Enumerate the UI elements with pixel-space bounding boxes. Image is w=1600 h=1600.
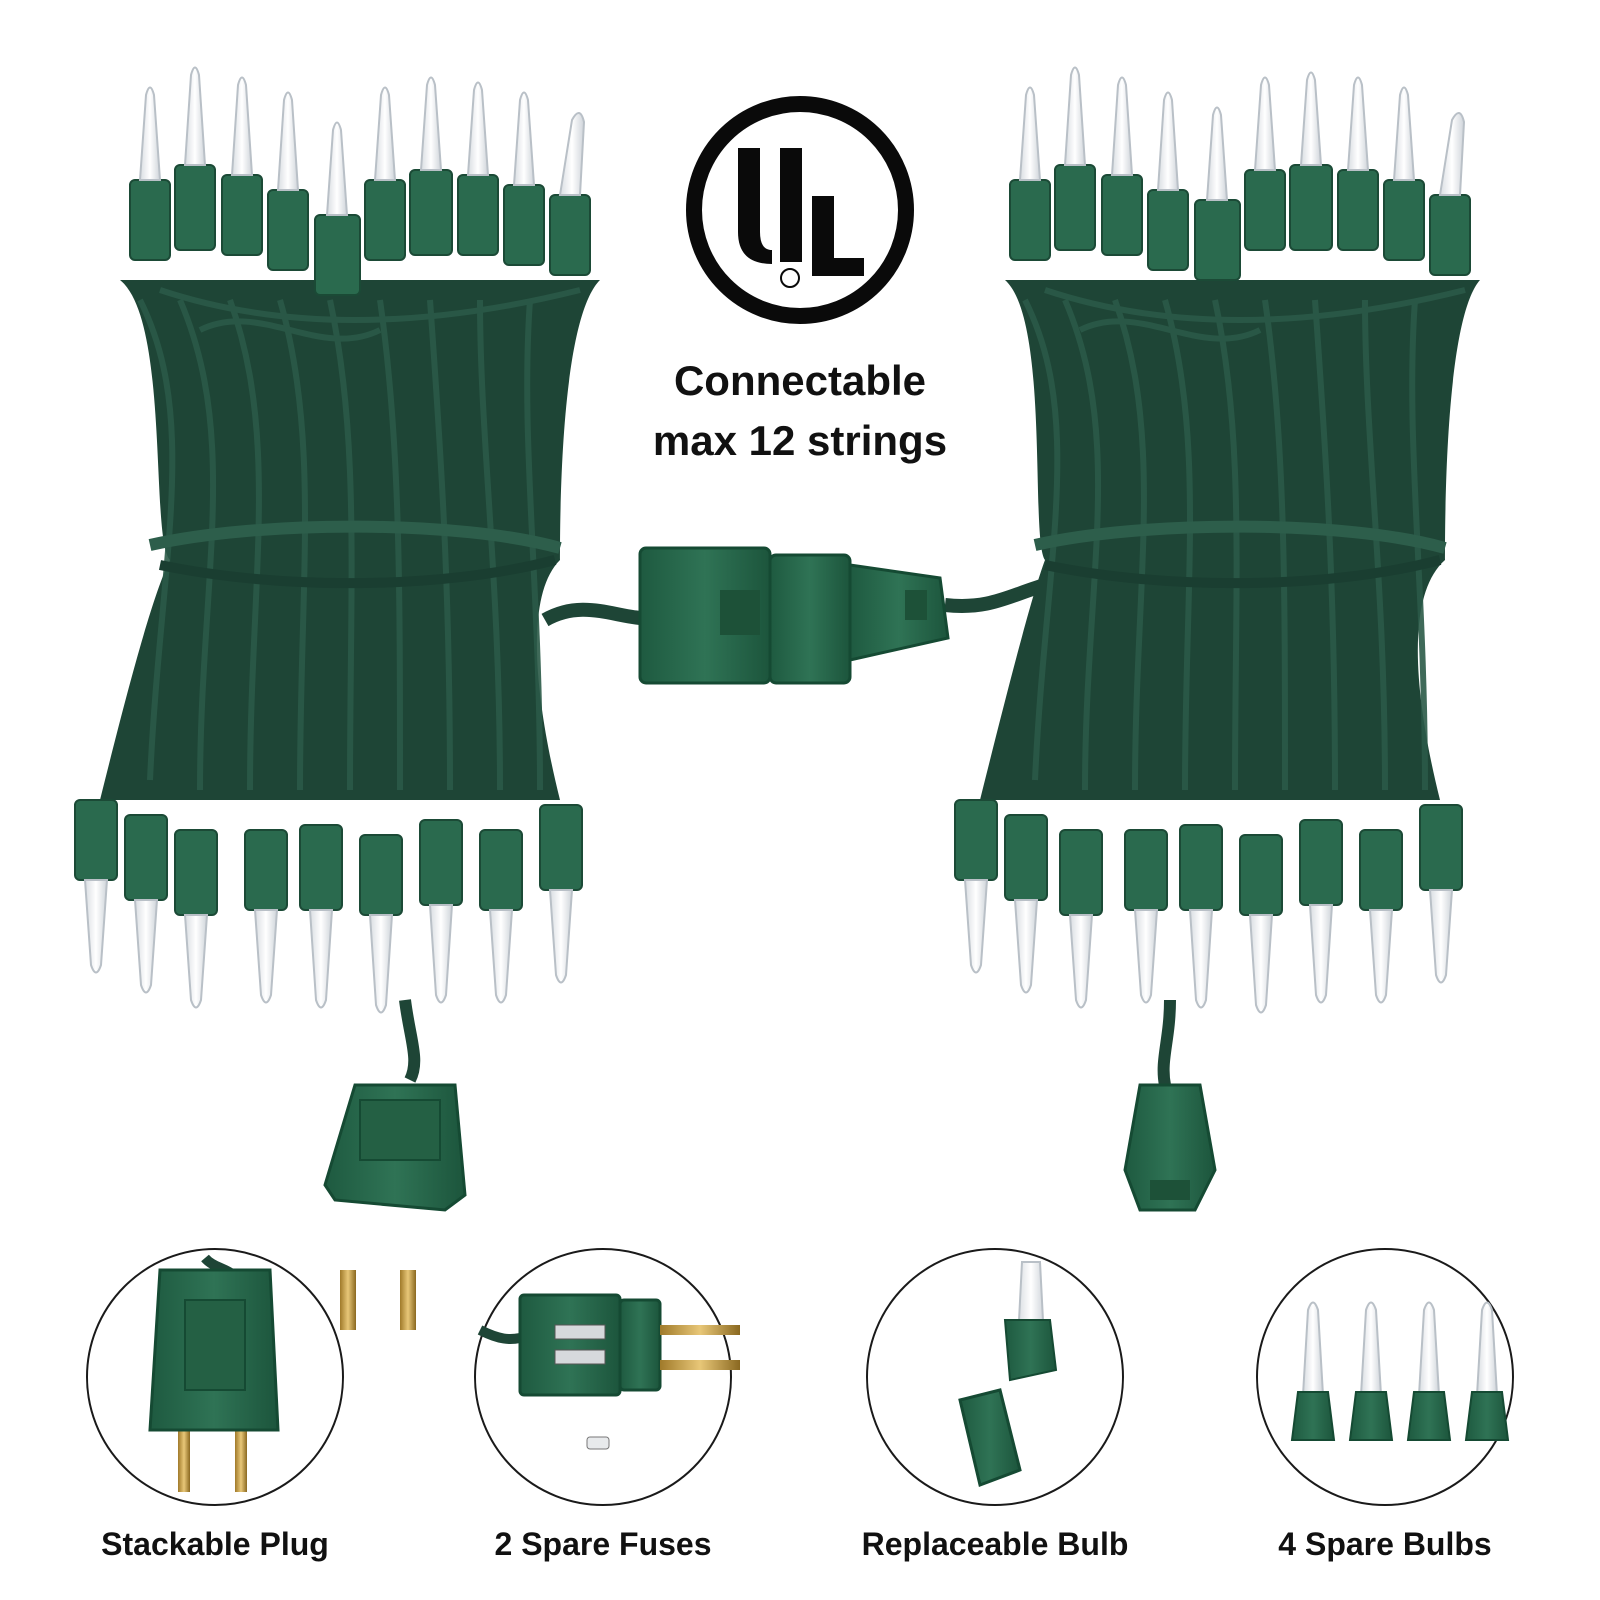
- male-plug: [323, 1083, 467, 1330]
- spare-bulbs-icon: [1290, 1301, 1510, 1441]
- caption-stackable-plug: Stackable Plug: [101, 1526, 329, 1562]
- left-light-bundle: [74, 66, 600, 1083]
- replaceable-bulb-icon: [958, 1261, 1058, 1488]
- caption-spare-fuses: 2 Spare Fuses: [494, 1526, 712, 1562]
- stackable-plug-icon: [148, 1254, 280, 1492]
- spare-fuses-icon: [477, 1293, 740, 1450]
- ul-certification-logo: [686, 96, 914, 324]
- caption-replaceable-bulb: Replaceable Bulb: [861, 1526, 1129, 1562]
- feature-circles: [86, 1248, 1514, 1506]
- max-strings-subheading: max 12 strings: [652, 417, 948, 464]
- connectable-heading: Connectable: [673, 357, 927, 404]
- right-light-bundle: [954, 66, 1480, 1087]
- center-connector: [541, 546, 1047, 685]
- caption-spare-bulbs: 4 Spare Bulbs: [1278, 1526, 1492, 1562]
- female-end-connector: [1123, 1083, 1217, 1212]
